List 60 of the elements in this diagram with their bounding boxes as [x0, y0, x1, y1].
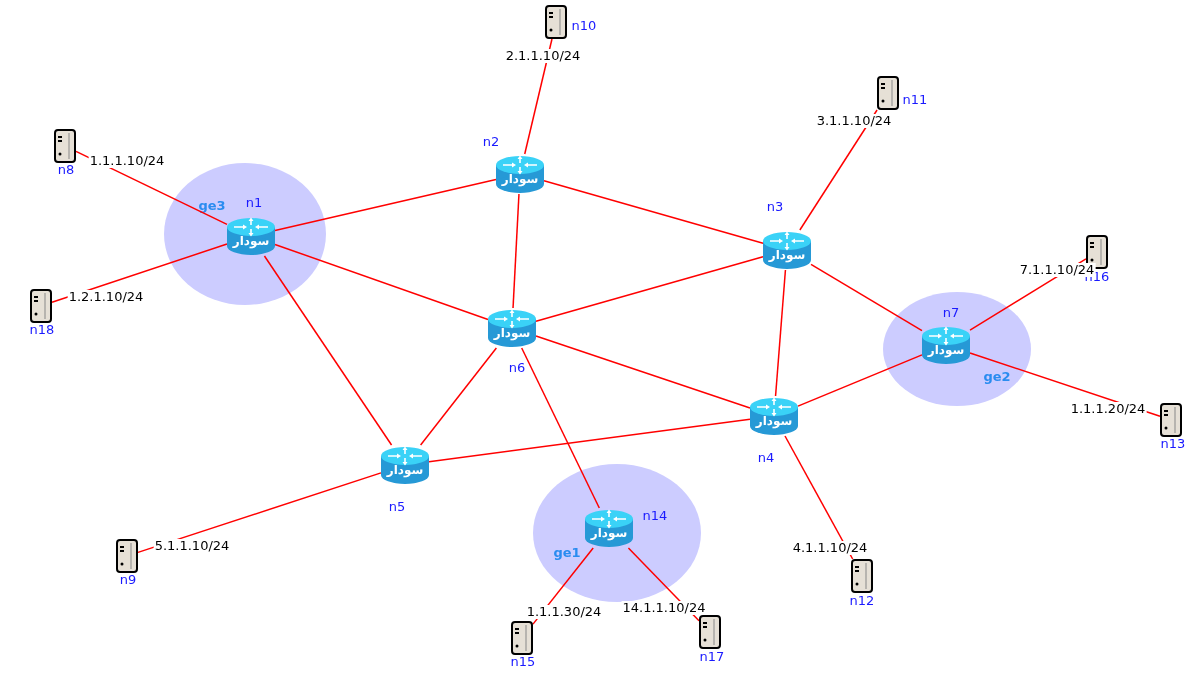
link-line [627, 547, 700, 622]
node-name: n11 [902, 91, 928, 107]
link-line [543, 180, 764, 244]
icon-caption: سودار [589, 527, 629, 540]
zone-label: ge2 [983, 368, 1011, 384]
icon-caption: سودار [500, 173, 540, 186]
node-name: n15 [510, 653, 536, 669]
link-line [512, 193, 520, 309]
link-line [810, 263, 923, 332]
link-line [969, 352, 1161, 418]
node-name: n7 [942, 304, 960, 320]
link-line [263, 255, 393, 446]
address-label: 1.1.1.10/24 [88, 154, 166, 168]
link-line [51, 243, 228, 304]
link-line [784, 435, 854, 560]
zone-label: ge3 [198, 197, 226, 213]
link-line [532, 547, 594, 625]
icon-caption: سودار [231, 235, 271, 248]
link-line [520, 347, 601, 509]
zone-label: ge1 [553, 544, 581, 560]
link-line [419, 347, 498, 446]
node-name: n12 [849, 592, 875, 608]
node-name: n2 [482, 133, 500, 149]
node-name: n6 [508, 359, 526, 375]
address-label: 1.2.1.10/24 [67, 290, 145, 304]
link-line [774, 269, 787, 397]
link-line [274, 178, 497, 232]
node-name: n3 [766, 198, 784, 214]
node-name: n5 [388, 498, 406, 514]
node-name: n14 [642, 507, 668, 523]
address-label: 4.1.1.10/24 [791, 541, 869, 555]
icon-caption: سودار [767, 249, 807, 262]
address-label: 14.1.1.10/24 [621, 601, 707, 615]
node-name: n18 [29, 321, 55, 337]
link-line [969, 258, 1087, 331]
link-line [799, 109, 878, 231]
address-label: 3.1.1.10/24 [815, 114, 893, 128]
link-line [428, 418, 751, 463]
link-line [535, 335, 751, 409]
icon-caption: سودار [926, 344, 966, 357]
node-name: n1 [245, 194, 263, 210]
icon-caption: سودار [492, 327, 532, 340]
node-name: n13 [1160, 435, 1186, 451]
address-label: 1.1.1.30/24 [525, 605, 603, 619]
link-line [274, 243, 489, 321]
node-name: n4 [757, 449, 775, 465]
link-line [137, 472, 382, 554]
link-line [797, 354, 923, 407]
node-name: n10 [571, 17, 597, 33]
node-name: n9 [119, 571, 137, 587]
icon-caption: سودار [385, 464, 425, 477]
node-name: n8 [57, 161, 75, 177]
icon-caption: سودار [754, 415, 794, 428]
link-line [524, 38, 553, 155]
address-label: 1.1.1.20/24 [1069, 402, 1147, 416]
link-line [75, 150, 228, 226]
address-label: 5.1.1.10/24 [153, 539, 231, 553]
address-label: 2.1.1.10/24 [504, 49, 582, 63]
link-line [535, 256, 764, 322]
node-name: n17 [699, 648, 725, 664]
